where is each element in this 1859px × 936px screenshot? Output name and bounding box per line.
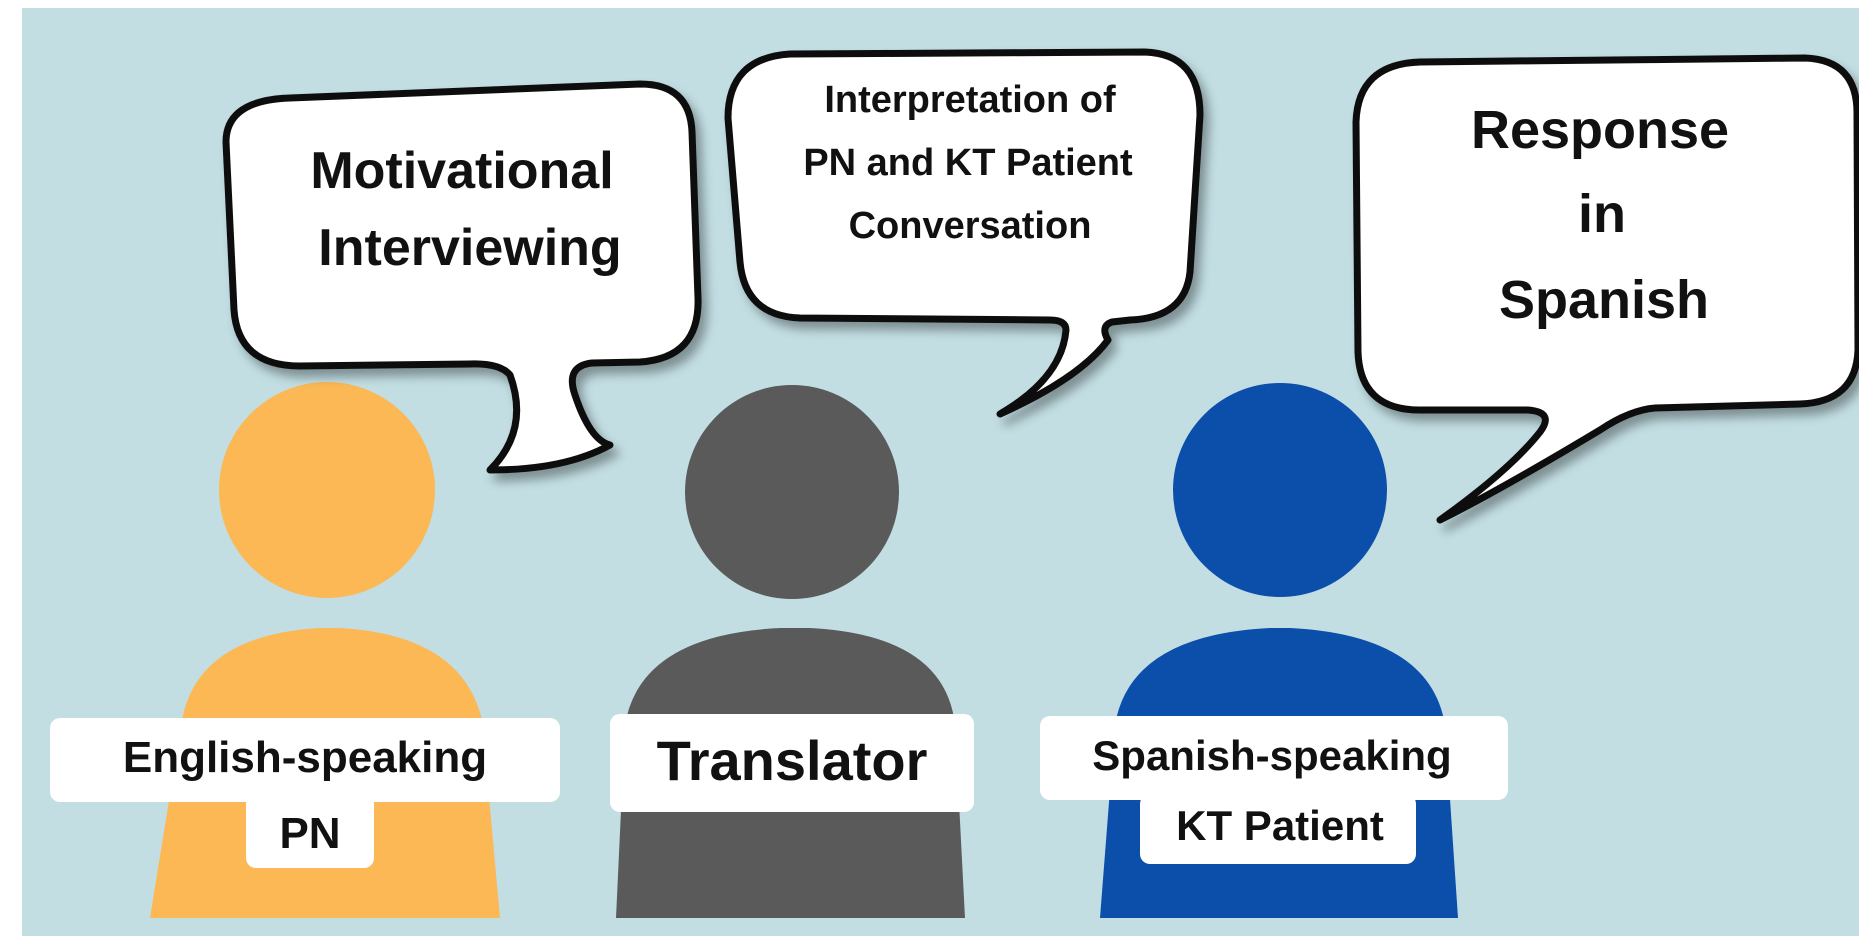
translator-speech-bubble-shape — [724, 48, 1204, 418]
patient-speech-bubble-shape — [1352, 54, 1859, 524]
pn-person-group: English-speaking PN — [50, 382, 560, 918]
translator-speech-bubble: Interpretation of PN and KT Patient Conv… — [724, 48, 1204, 418]
translator-bubble-line-2: PN and KT Patient — [803, 142, 1133, 184]
pn-bubble-line-2: Interviewing — [318, 219, 621, 277]
patient-label-line-1: Spanish-speaking — [1092, 732, 1451, 779]
pn-label-box — [50, 718, 560, 802]
pn-label-line-2: PN — [279, 809, 340, 858]
translator-bubble-line-1: Interpretation of — [824, 79, 1116, 121]
patient-bubble-line-3: Spanish — [1499, 270, 1709, 330]
pn-speech-bubble: Motivational Interviewing — [222, 80, 702, 474]
pn-label-box-bottom — [246, 794, 374, 868]
patient-label-line-2: KT Patient — [1176, 802, 1384, 849]
translator-head-icon — [685, 385, 899, 599]
translator-label-line-1: Translator — [657, 729, 928, 792]
patient-head-icon — [1173, 383, 1387, 597]
patient-label-box — [1040, 716, 1508, 800]
translator-person-group: Translator — [610, 385, 974, 918]
patient-bubble-line-1: Response — [1471, 100, 1729, 160]
patient-label-box-bottom — [1140, 794, 1416, 864]
patient-speech-bubble: Response in Spanish — [1352, 54, 1859, 524]
pn-label-line-1: English-speaking — [123, 733, 487, 782]
patient-bubble-line-2: in — [1578, 184, 1626, 244]
pn-head-icon — [219, 382, 435, 598]
translator-label-box — [610, 714, 974, 812]
patient-person-group: Spanish-speaking KT Patient — [1040, 383, 1508, 918]
pn-bubble-line-1: Motivational — [310, 142, 613, 200]
translator-bubble-line-3: Conversation — [849, 205, 1092, 247]
pn-speech-bubble-shape — [222, 80, 702, 474]
